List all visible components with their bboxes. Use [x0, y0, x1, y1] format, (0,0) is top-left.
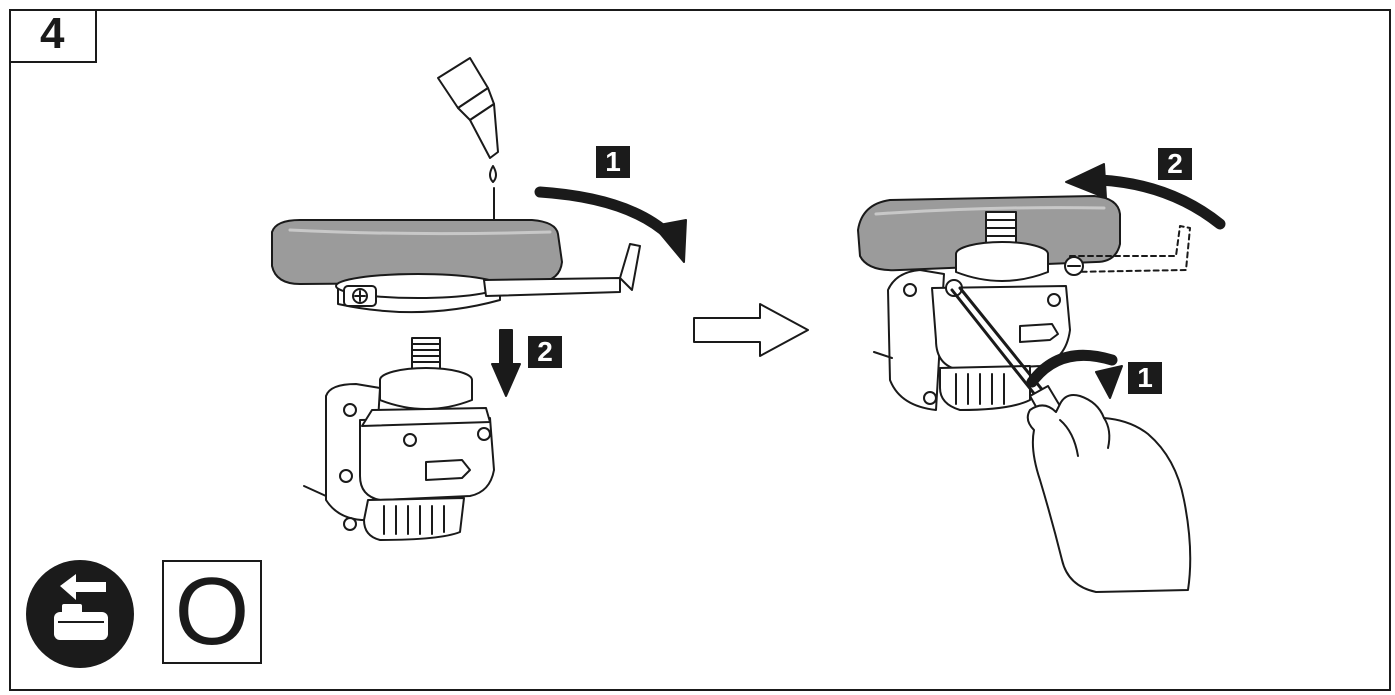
step-tab — [9, 9, 97, 63]
screw-rotate-arrow — [1026, 349, 1118, 388]
badge-lower-guard: 2 — [528, 336, 562, 368]
rotate-arrow-1 — [534, 186, 676, 242]
left-assembly — [271, 57, 687, 541]
switch-off-icon: O — [162, 560, 262, 664]
rotate-back-arrow — [1094, 174, 1226, 230]
hand-icon — [1026, 394, 1192, 593]
badge-rotate-guard: 1 — [596, 146, 630, 178]
gear-head — [303, 337, 495, 541]
hex-key-ghost — [1069, 225, 1191, 273]
switch-off-symbol: O — [174, 558, 250, 665]
right-assembly — [857, 163, 1226, 593]
wheel-guard — [271, 219, 563, 285]
badge-rotate-back: 2 — [1158, 148, 1192, 180]
next-step-arrow — [693, 303, 809, 357]
badge-tighten-screw: 1 — [1128, 362, 1162, 394]
battery-remove-icon — [26, 560, 134, 668]
grease-tube-icon — [437, 57, 499, 183]
screwdriver-shaft — [950, 288, 1038, 398]
hex-key — [483, 277, 621, 297]
step-number: 4 — [40, 9, 65, 58]
